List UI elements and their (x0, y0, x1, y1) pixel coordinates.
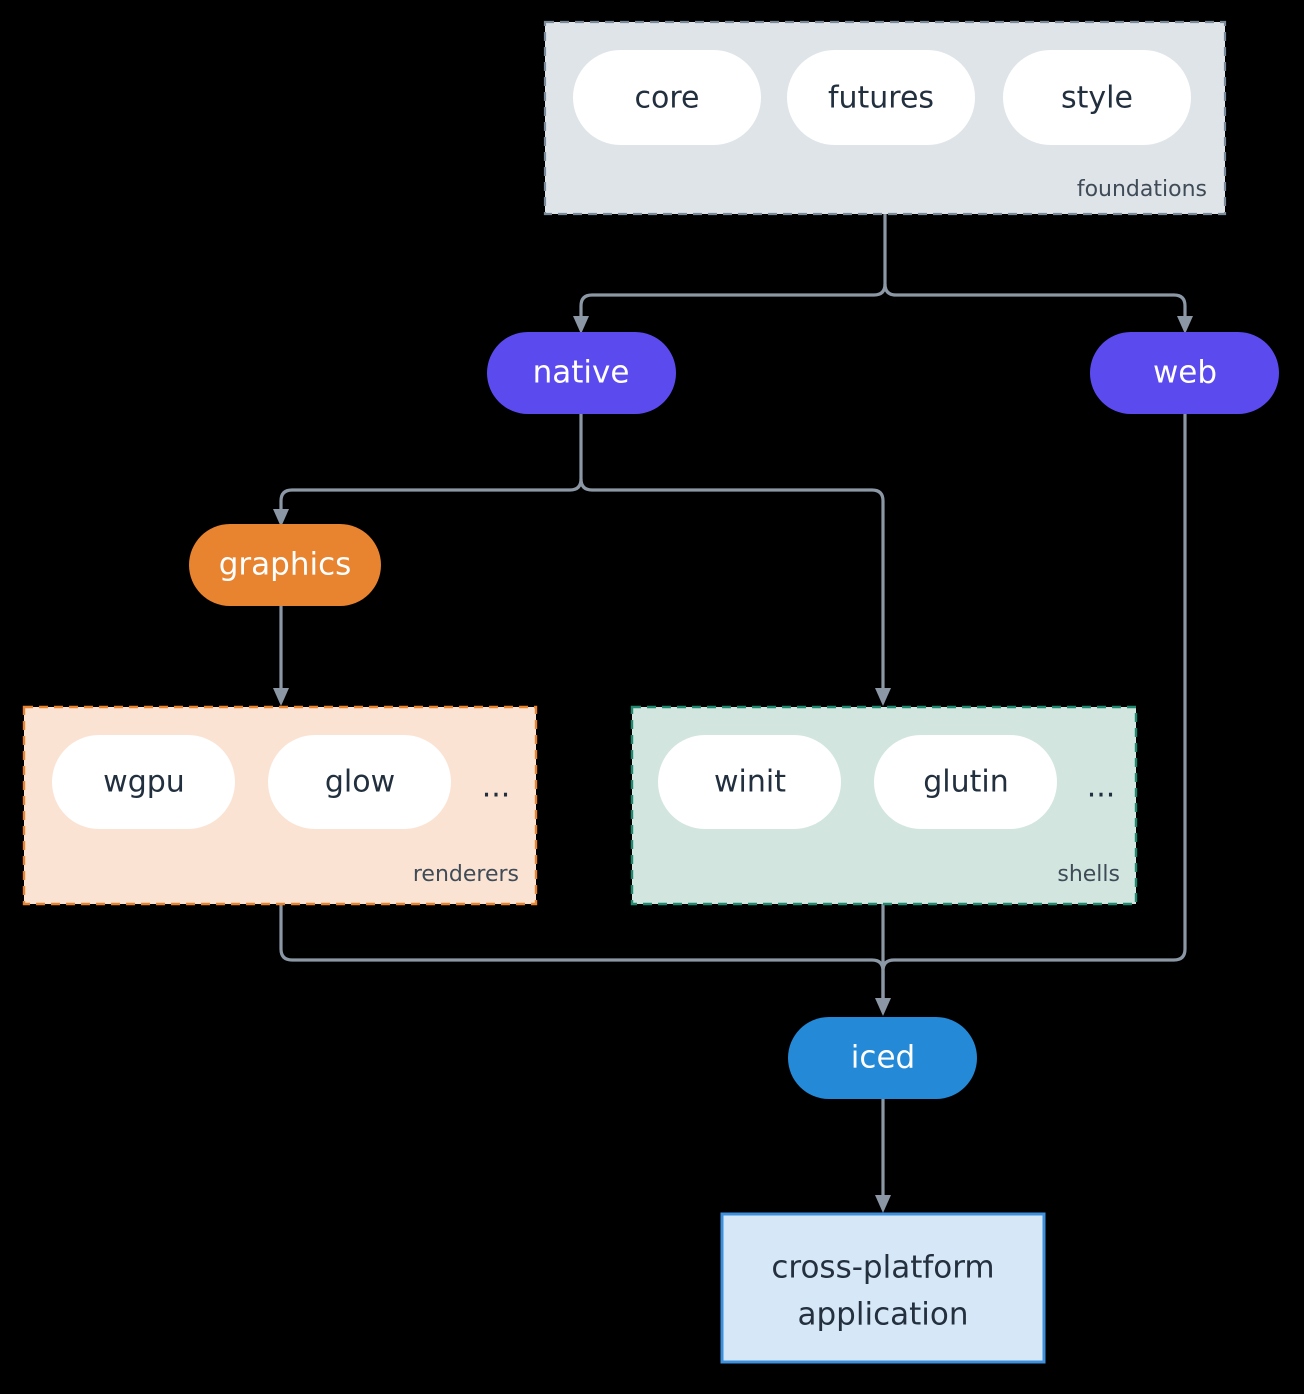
cluster-renderers-label: renderers (413, 862, 519, 887)
node-graphics-shape[interactable] (189, 524, 381, 606)
arrowhead-native-shells (875, 688, 891, 706)
pill-futures[interactable] (787, 50, 975, 145)
node-cross-platform-application-shape[interactable] (720, 1212, 1046, 1364)
cluster-foundations: foundations core futures style (543, 20, 1227, 216)
node-iced-label: iced (851, 1040, 915, 1076)
edge-layer (273, 214, 1193, 1213)
node-iced[interactable]: iced (788, 1017, 977, 1099)
edge-native-split (279, 414, 583, 511)
node-web-shape[interactable] (1090, 332, 1279, 414)
pill-futures-label: futures (828, 81, 934, 116)
node-cross-platform-application-label-line2: application (798, 1297, 969, 1333)
edge-web-iced (881, 414, 1187, 998)
arrowhead-native-graphics (273, 509, 289, 527)
shells-ellipsis-label: ... (1087, 770, 1116, 805)
pill-core-label: core (635, 81, 700, 116)
cluster-shells-label: shells (1057, 862, 1120, 887)
edge-native-shells (579, 478, 885, 688)
pill-style-label: style (1061, 81, 1133, 116)
pill-winit-label: winit (714, 765, 786, 800)
pill-wgpu[interactable] (52, 735, 235, 829)
node-web-label: web (1153, 355, 1217, 391)
cluster-renderers: renderers wgpu glow ... (22, 705, 538, 906)
arrowhead-into-iced (875, 998, 891, 1016)
node-web[interactable]: web (1090, 332, 1279, 414)
node-cross-platform-application[interactable]: cross-platform application (720, 1212, 1046, 1364)
pill-style[interactable] (1003, 50, 1191, 145)
edge-renderers-iced (279, 904, 885, 998)
node-native[interactable]: native (487, 332, 676, 414)
renderers-ellipsis-label: ... (482, 770, 511, 805)
node-cross-platform-application-label-line1: cross-platform (771, 1250, 994, 1286)
pill-winit[interactable] (658, 735, 841, 829)
node-native-label: native (533, 355, 630, 391)
cluster-shells: shells winit glutin ... (630, 705, 1138, 906)
node-graphics-label: graphics (219, 547, 352, 583)
pill-core[interactable] (573, 50, 761, 145)
edge-foundations-split (579, 214, 887, 317)
node-graphics[interactable]: graphics (189, 524, 381, 606)
arrowhead-foundations-web (1177, 316, 1193, 334)
pill-wgpu-label: wgpu (103, 765, 185, 800)
pill-glow-label: glow (325, 765, 395, 800)
cluster-foundations-label: foundations (1077, 177, 1207, 202)
pill-glow[interactable] (268, 735, 451, 829)
arrowhead-graphics-renderers (273, 688, 289, 706)
arrowhead-iced-application (875, 1195, 891, 1213)
pill-glutin-label: glutin (923, 765, 1009, 800)
node-iced-shape[interactable] (788, 1017, 977, 1099)
node-native-shape[interactable] (487, 332, 676, 414)
arrowhead-foundations-native (573, 316, 589, 334)
edge-foundations-web (883, 283, 1187, 317)
pill-glutin[interactable] (874, 735, 1057, 829)
